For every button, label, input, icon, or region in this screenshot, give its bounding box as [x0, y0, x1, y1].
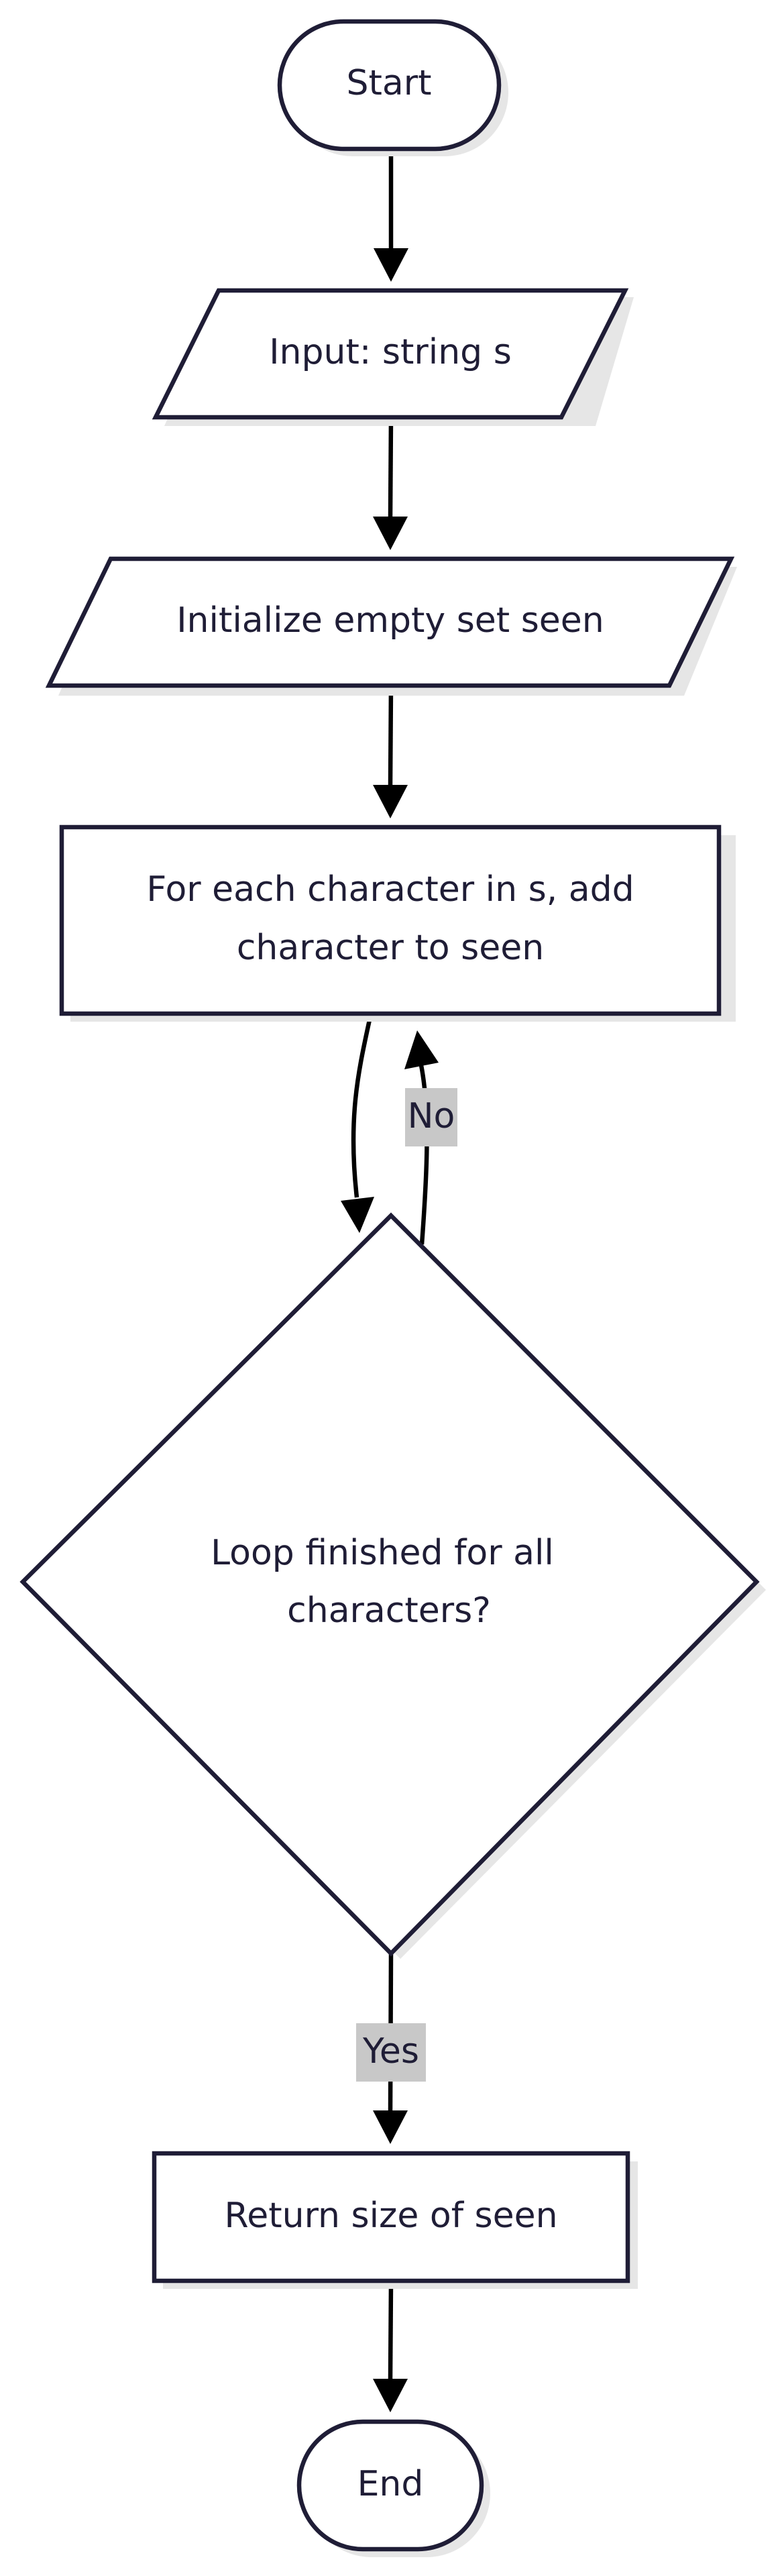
node-decision-label-line2: characters? — [287, 1591, 491, 1631]
edge-start-to-input — [374, 149, 408, 282]
node-start-label: Start — [346, 63, 431, 103]
edge-init-to-loop — [373, 685, 408, 818]
node-start: Start — [277, 19, 508, 156]
node-end: End — [296, 2419, 490, 2557]
node-decision-label-line1: Loop finished for all — [211, 1533, 554, 1573]
node-loop-label-line2: character to seen — [237, 928, 544, 968]
edge-input-to-init — [373, 417, 408, 550]
node-input-label: Input: string s — [269, 332, 512, 372]
node-start-shape — [277, 19, 502, 152]
node-end-label: End — [357, 2464, 424, 2504]
edge-label-no-background — [405, 1088, 457, 1146]
node-input-shape — [152, 288, 629, 420]
edge-label-no: No — [405, 1088, 457, 1146]
edge-return-to-end — [373, 2282, 408, 2412]
node-decision: Loop finished for all characters? — [19, 1212, 766, 1959]
edge-label-yes-background — [356, 2023, 426, 2082]
node-return-label: Return size of seen — [224, 2196, 557, 2236]
node-loop: For each character in s, add character t… — [59, 824, 736, 1022]
edge-loop-to-decision — [341, 1013, 374, 1233]
node-end-shape — [296, 2419, 484, 2552]
node-init-shape — [45, 556, 735, 688]
node-input: Input: string s — [152, 288, 634, 426]
edge-label-yes-text: Yes — [362, 2031, 419, 2072]
edge-label-yes: Yes — [356, 2023, 426, 2082]
node-loop-label-line1: For each character in s, add — [146, 869, 634, 910]
node-init-label: Initialize empty set seen — [176, 600, 604, 641]
node-decision-shape — [19, 1212, 760, 1957]
node-loop-shape — [59, 824, 722, 1016]
node-return-shape — [152, 2151, 630, 2284]
node-init: Initialize empty set seen — [45, 556, 737, 696]
edge-label-no-text: No — [408, 1096, 455, 1136]
edge-decision-to-loop-no — [404, 1030, 439, 1245]
node-return: Return size of seen — [152, 2151, 638, 2289]
